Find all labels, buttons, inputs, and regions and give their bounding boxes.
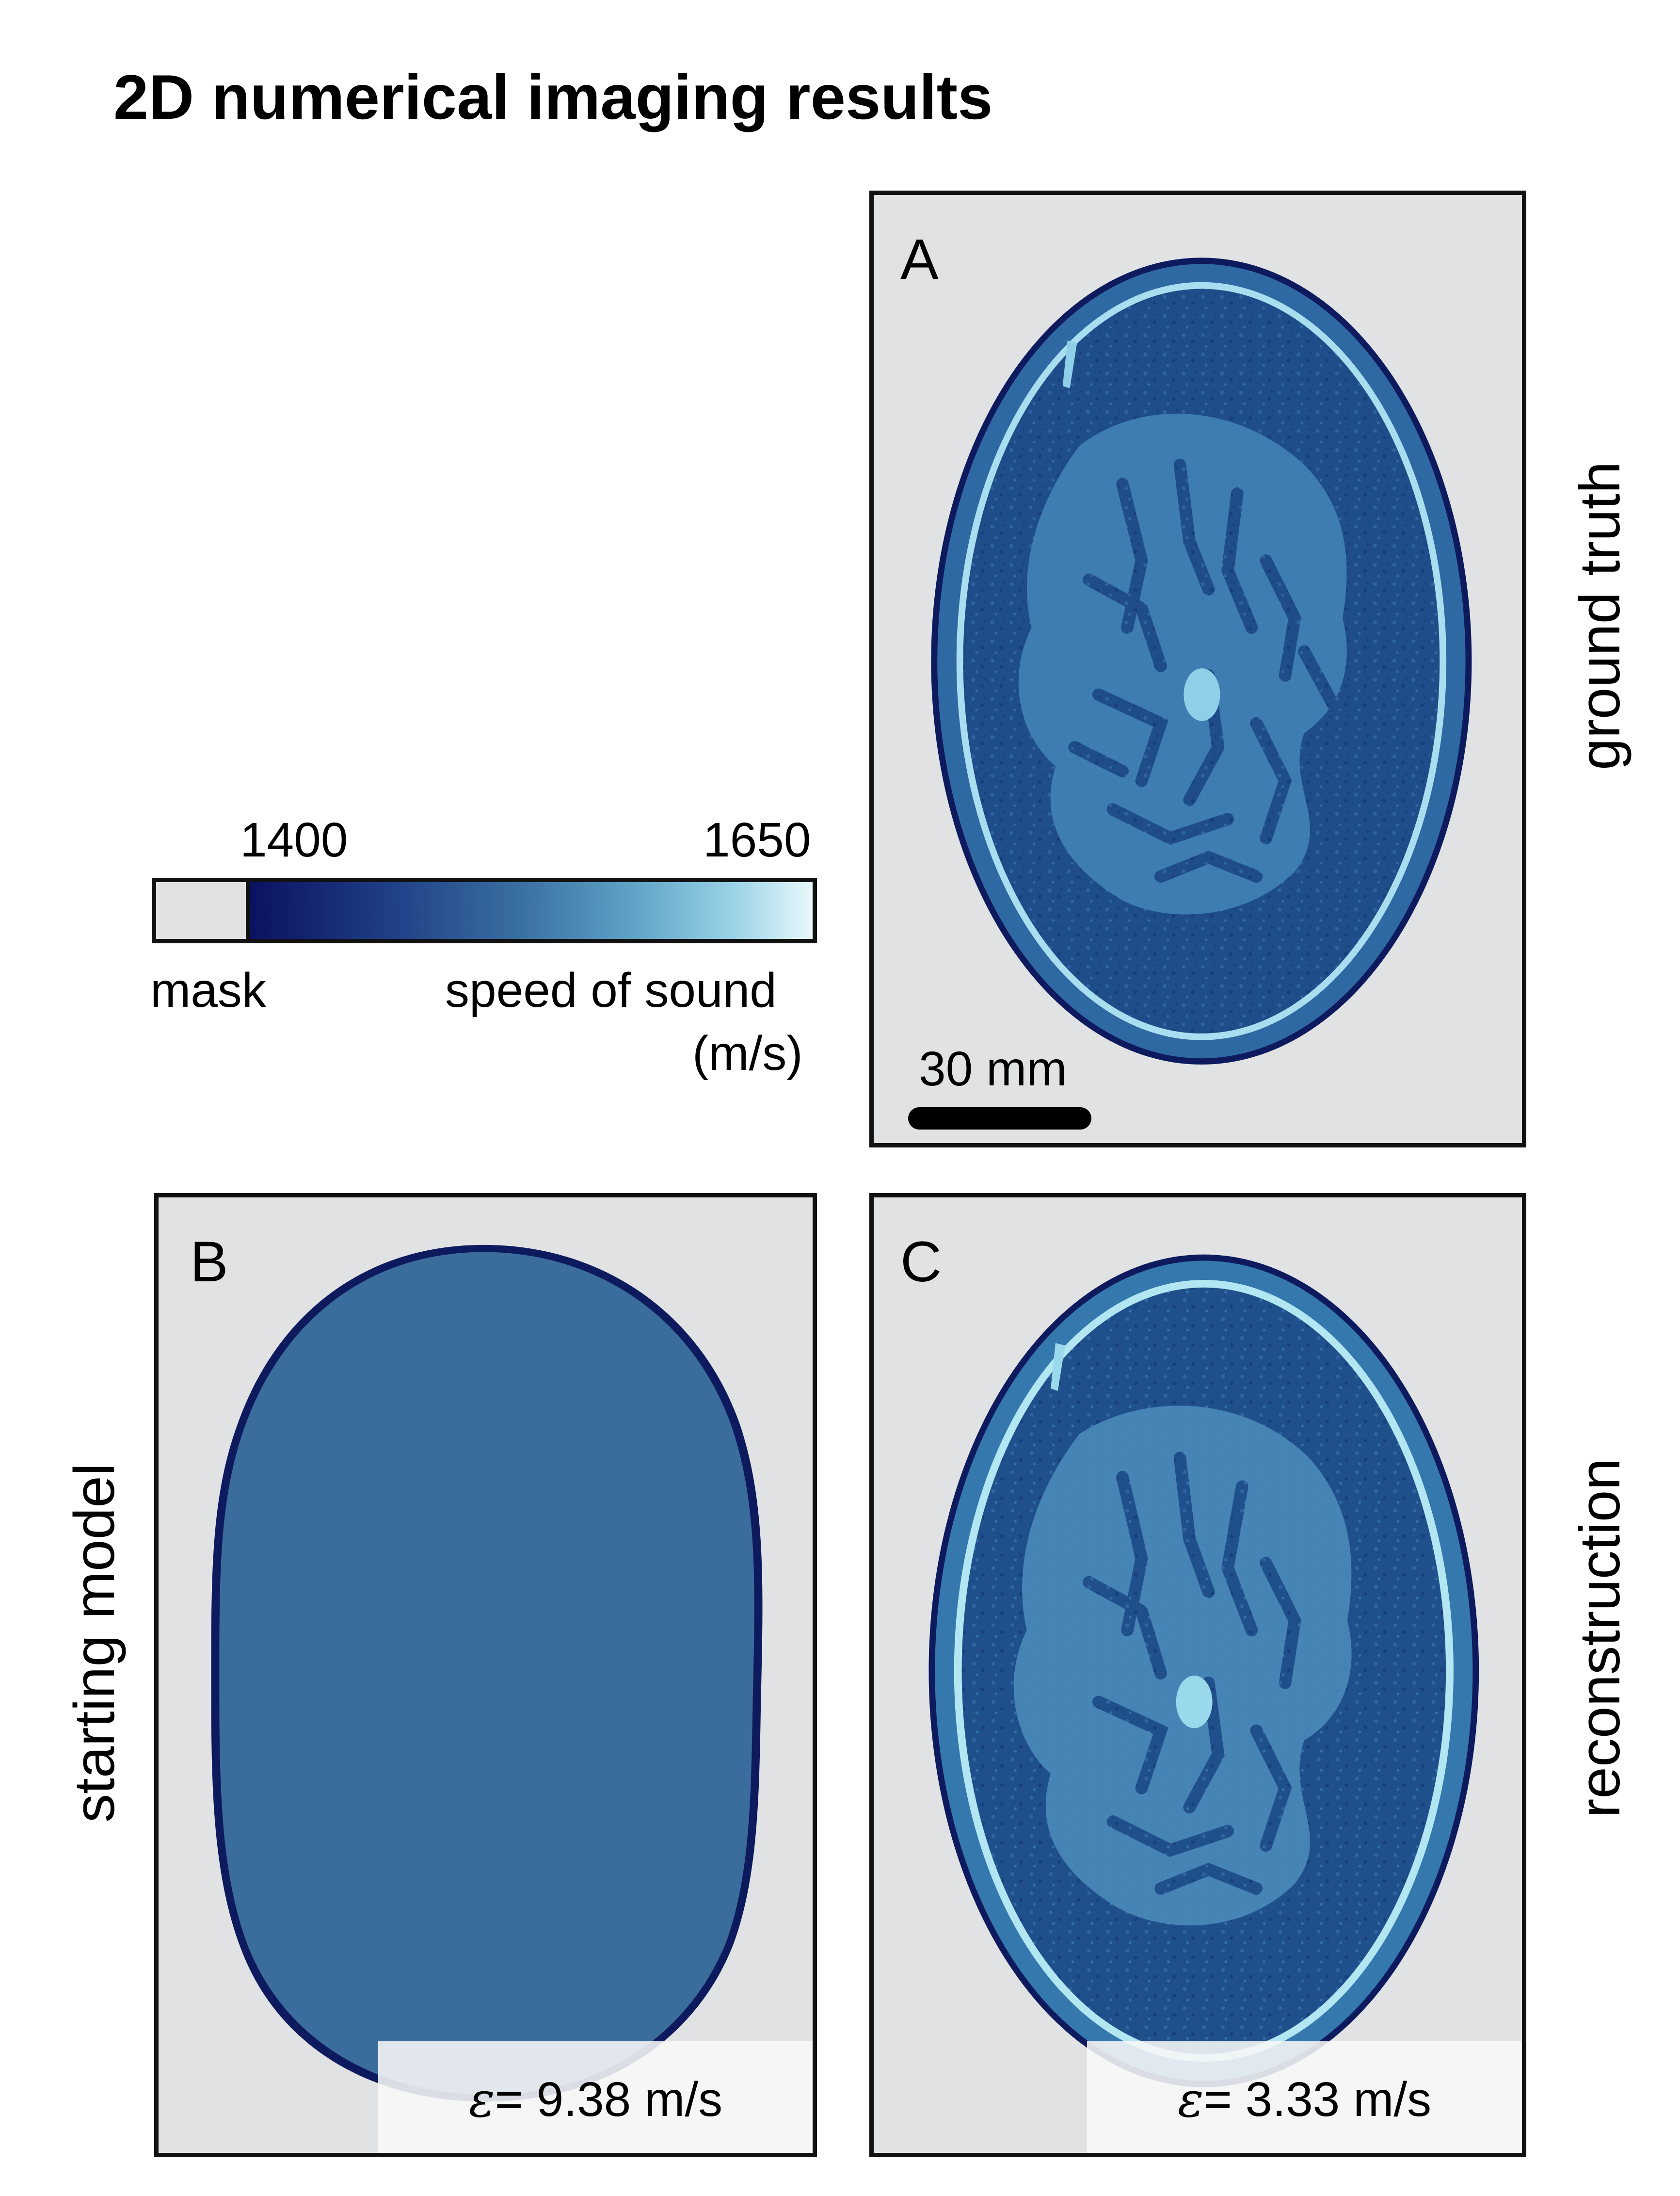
panel-c-error-symbol: ε xyxy=(1177,2071,1204,2128)
panel-c-side-label: reconstruction xyxy=(1568,1458,1632,1818)
panel-c-reconstruction: C ε = 3.33 m/s xyxy=(869,1193,1526,2157)
panel-c-error-box: ε = 3.33 m/s xyxy=(1087,2041,1522,2153)
scale-bar-label: 30 mm xyxy=(919,1042,1067,1096)
panel-b-letter: B xyxy=(190,1230,228,1294)
head-image-starting-model xyxy=(211,1244,763,2102)
panel-a-letter: A xyxy=(900,227,939,291)
head-image-reconstruction xyxy=(928,1254,1479,2087)
panel-a-ground-truth: A 30 mm xyxy=(869,191,1526,1147)
colorbar-mask-label: mask xyxy=(150,963,266,1017)
panel-b-error-box: ε = 9.38 m/s xyxy=(378,2041,813,2153)
panel-b-starting-model: B ε = 9.38 m/s xyxy=(154,1193,817,2157)
panel-a-side-label: ground truth xyxy=(1568,461,1632,770)
colorbar-min-label: 1400 xyxy=(240,813,348,867)
figure-title: 2D numerical imaging results xyxy=(113,62,993,132)
panel-c-letter: C xyxy=(900,1230,942,1294)
panel-b-error-symbol: ε xyxy=(468,2071,495,2128)
colorbar-gradient xyxy=(250,882,813,939)
panel-c-error-value: = 3.33 m/s xyxy=(1203,2072,1432,2127)
head-image-ground-truth xyxy=(931,258,1472,1065)
colorbar-mask-swatch xyxy=(156,882,250,939)
scale-bar xyxy=(908,1107,1091,1130)
panel-b-error-value: = 9.38 m/s xyxy=(495,2072,723,2127)
panel-b-side-label: starting model xyxy=(63,1463,127,1823)
colorbar-unit-label: (m/s) xyxy=(692,1026,803,1081)
colorbar-max-label: 1650 xyxy=(703,813,811,867)
colorbar-quantity-label: speed of sound xyxy=(445,963,777,1017)
colorbar xyxy=(152,878,817,943)
